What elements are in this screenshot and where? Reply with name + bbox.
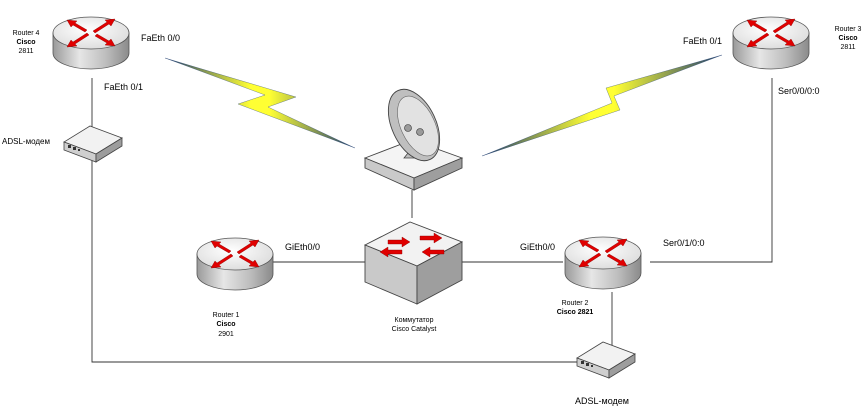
router-2-vendor: Cisco 2821: [557, 309, 594, 316]
wireless-link-r3: [481, 54, 723, 157]
router-4-name: Router 4: [13, 30, 40, 37]
router-4-model: 2811: [18, 48, 33, 55]
router-2[interactable]: Router 2 Cisco 2821: [557, 236, 642, 316]
router-1-model: 2901: [218, 331, 234, 338]
router-2-name: Router 2: [562, 300, 589, 307]
switch-model: Cisco Catalyst: [392, 326, 437, 333]
router-4[interactable]: Router 4 Cisco 2811: [13, 16, 130, 70]
adsl-modem-left[interactable]: ADSL-модем: [2, 125, 123, 163]
router-3-model: 2811: [840, 44, 855, 51]
wireless-link-r4: [164, 57, 356, 149]
router-3[interactable]: Router 3 Cisco 2811: [732, 16, 862, 70]
router-3-vendor: Cisco: [838, 35, 857, 42]
adsl-modem-bottom-label: ADSL-модем: [575, 396, 629, 406]
router-4-vendor: Cisco: [16, 39, 35, 46]
r4-wireless-interface: FaEth 0/0: [141, 33, 180, 43]
r3-serial-interface: Ser0/0/0:0: [778, 86, 820, 96]
cables: [91, 78, 773, 363]
r3-wireless-interface: FaEth 0/1: [683, 36, 722, 46]
r1-gig-interface: GiEth0/0: [285, 242, 320, 252]
r2-gig-interface: GiEth0/0: [520, 242, 555, 252]
adsl-modem-bottom[interactable]: ADSL-модем: [575, 341, 636, 406]
cable-r2-r3: [650, 78, 773, 263]
r2-serial-interface: Ser0/1/0:0: [663, 238, 705, 248]
switch-arrows-icon: [379, 232, 445, 258]
switch-name: Коммутатор: [395, 317, 434, 324]
router-1-vendor: Cisco: [216, 321, 235, 328]
router-3-name: Router 3: [835, 26, 862, 33]
cable-modem-left-bottom: [91, 160, 578, 363]
router-1[interactable]: Router 1 Cisco 2901: [196, 237, 274, 338]
switch[interactable]: Коммутатор Cisco Catalyst: [363, 221, 464, 333]
adsl-modem-left-label: ADSL-модем: [2, 137, 50, 146]
satellite-dish[interactable]: [363, 81, 464, 191]
router-1-name: Router 1: [213, 312, 240, 319]
r4-wired-interface: FaEth 0/1: [104, 82, 143, 92]
